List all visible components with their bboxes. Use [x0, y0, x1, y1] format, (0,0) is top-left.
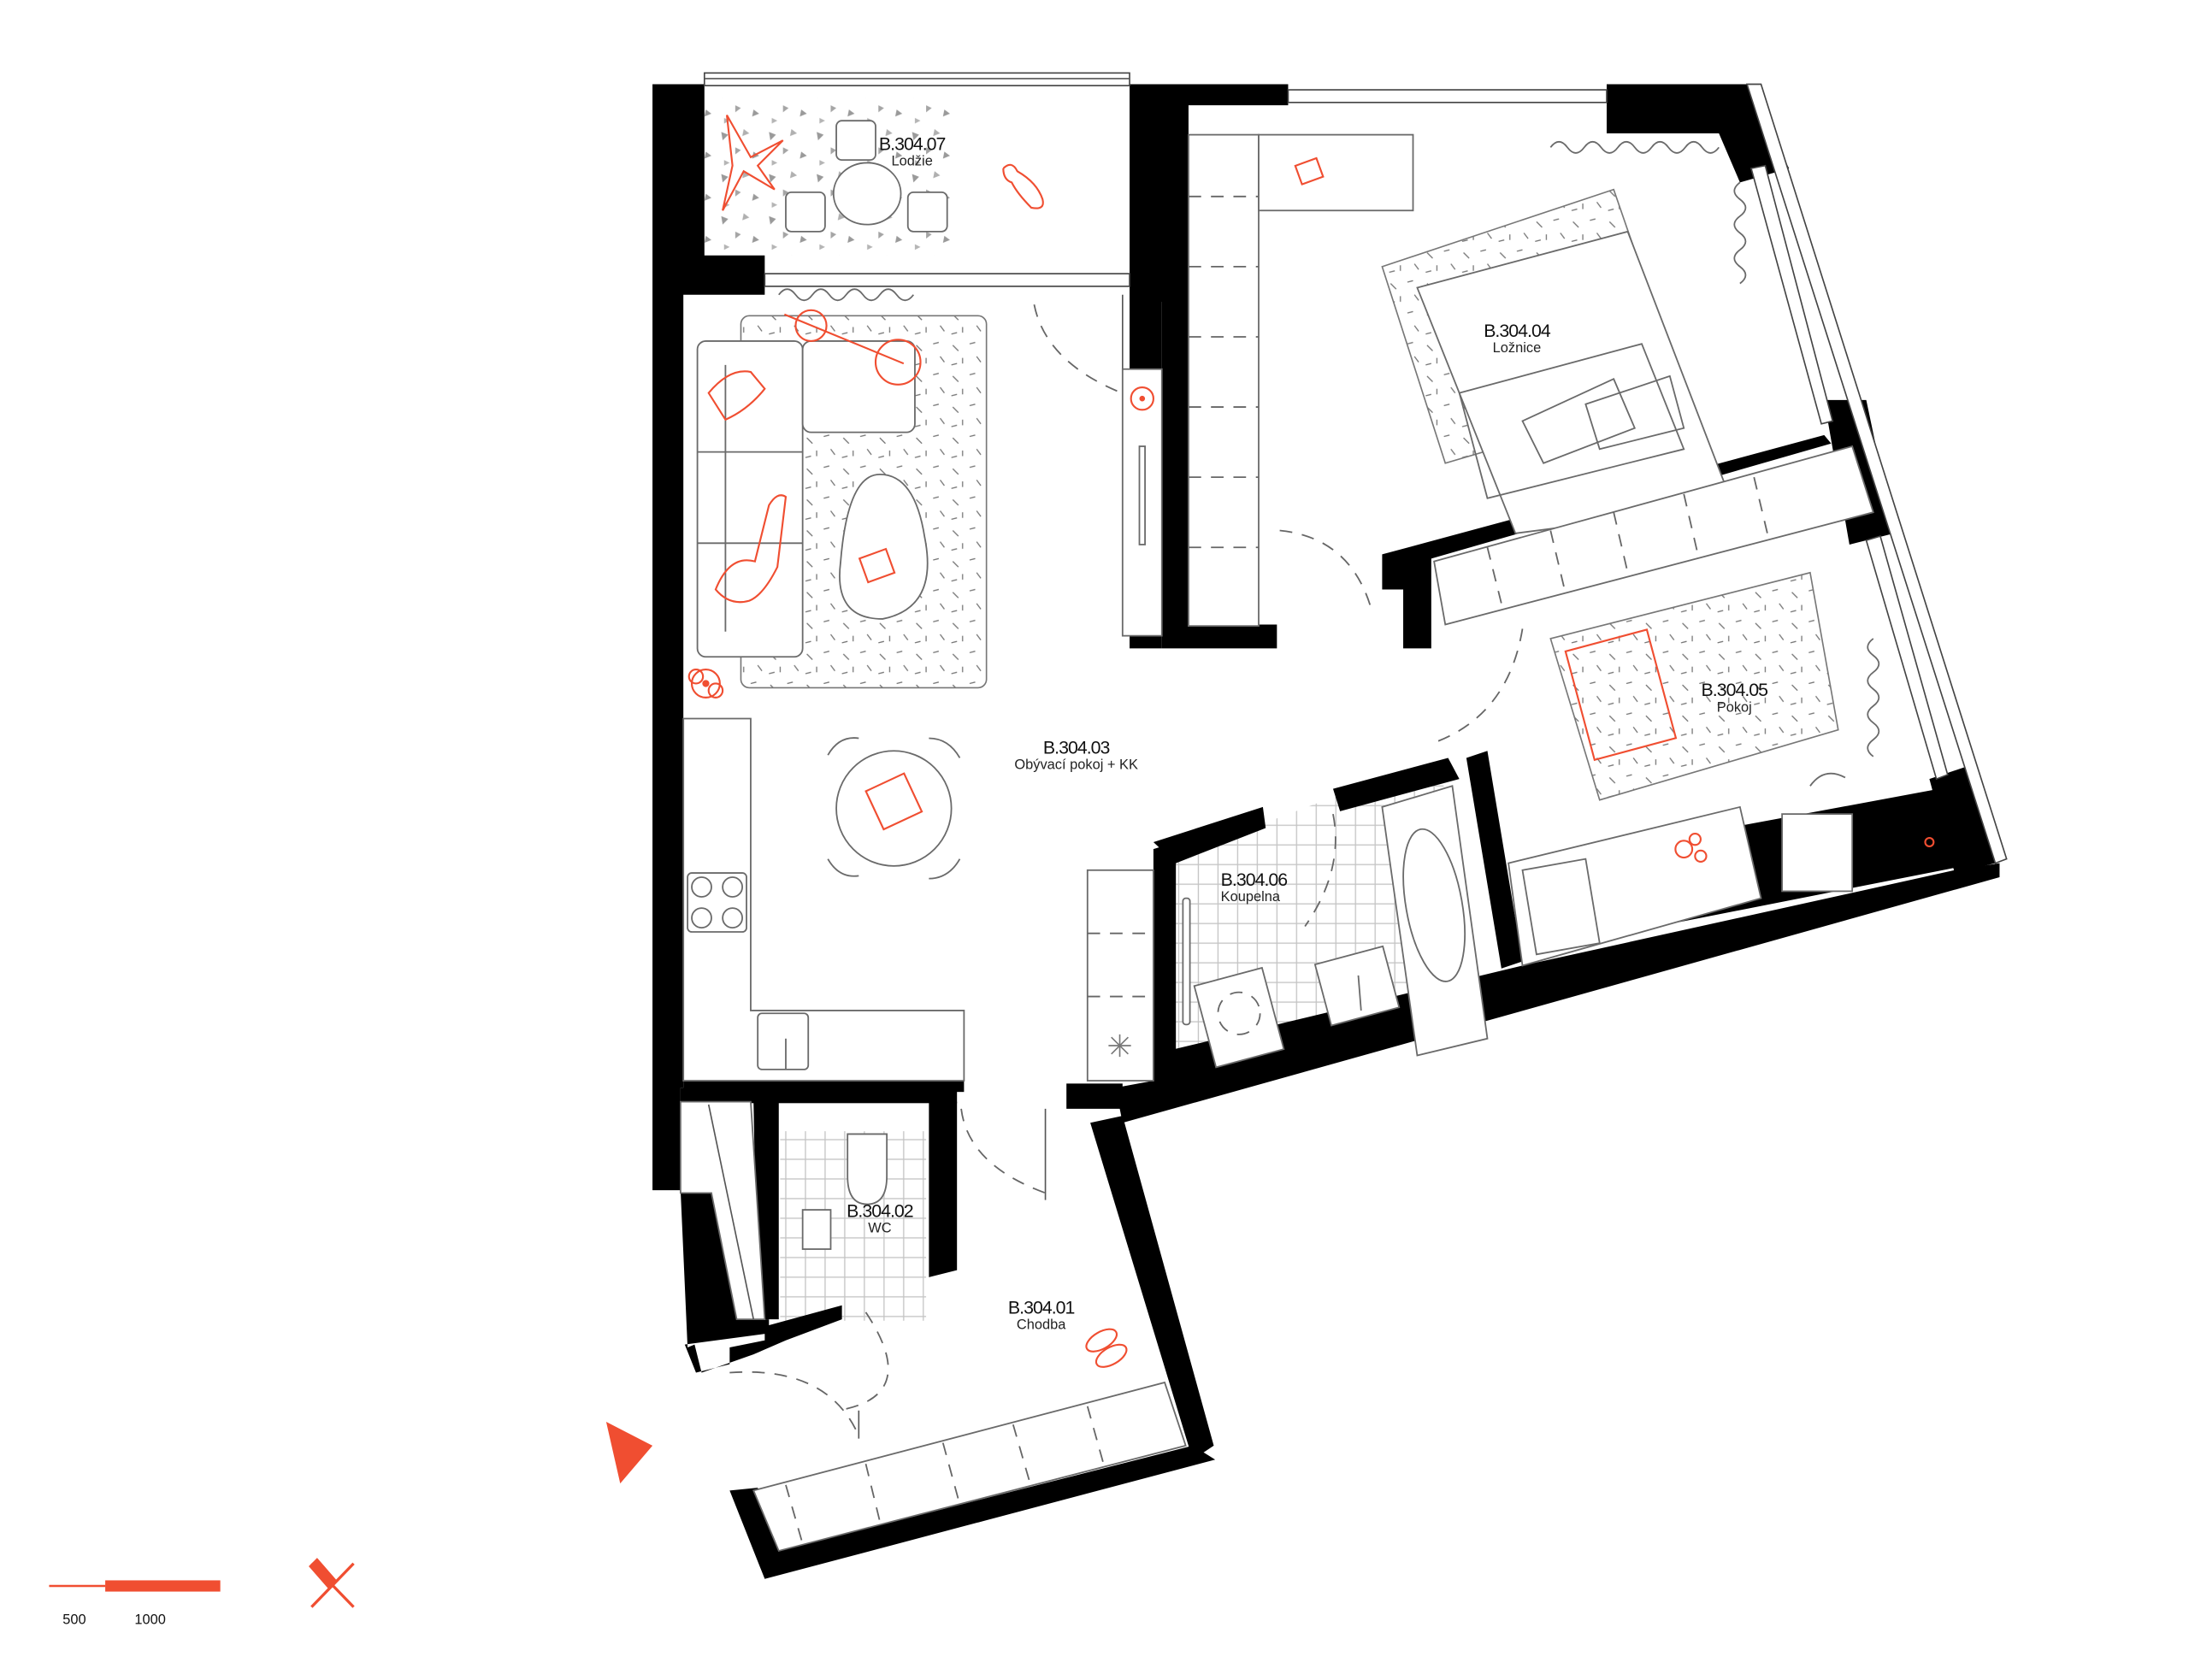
room-label-living: B.304.03 Obývací pokoj + KK: [1014, 738, 1138, 773]
room-label-bathroom: B.304.06 Koupelna: [1221, 869, 1289, 905]
teddy-bear-icon: [1674, 833, 1708, 864]
small-plant-icon: [1924, 836, 1935, 847]
svg-text:Koupelna: Koupelna: [1221, 889, 1281, 905]
svg-text:Pokoj: Pokoj: [1717, 699, 1752, 715]
entrance-arrow-icon: [605, 1421, 653, 1484]
plant-icon-2: [1130, 386, 1154, 411]
svg-text:500: 500: [62, 1612, 86, 1627]
curtain: [778, 288, 915, 302]
windows: [703, 72, 2008, 864]
svg-text:B.304.07: B.304.07: [879, 134, 946, 155]
slippers-icon: [1085, 1328, 1128, 1368]
plant-icon: [722, 115, 784, 211]
svg-text:Obývací pokoj + KK: Obývací pokoj + KK: [1014, 757, 1138, 773]
kitchen: [682, 717, 965, 1082]
living-room-furniture: [687, 288, 988, 699]
pillow-icon: [707, 370, 766, 421]
room-label-loggia: B.304.07 Lodžie: [879, 134, 947, 169]
svg-text:B.304.03: B.304.03: [1043, 738, 1110, 758]
svg-text:Ložnice: Ložnice: [1493, 340, 1542, 356]
svg-text:WC: WC: [868, 1220, 891, 1235]
room-rug: [1549, 571, 1839, 801]
north-arrow-icon: [309, 1558, 355, 1608]
bedroom-furniture: [1188, 133, 1747, 628]
kids-playing-icon: [1564, 628, 1678, 762]
svg-text:1000: 1000: [134, 1612, 165, 1627]
room-furniture: [1433, 445, 1935, 967]
room-label-bedroom: B.304.04 Ložnice: [1484, 321, 1552, 356]
room-labels: B.304.07 Lodžie B.304.04 Ložnice B.304.0…: [847, 134, 1769, 1333]
scale-bar: 500 1000: [49, 1580, 221, 1627]
door-swing: [1033, 304, 1119, 392]
room-label-corridor: B.304.01 Chodba: [1008, 1298, 1076, 1333]
flower-icon: [687, 668, 724, 699]
wc-fixtures: [801, 1133, 888, 1250]
svg-text:B.304.02: B.304.02: [847, 1200, 913, 1221]
svg-text:B.304.01: B.304.01: [1008, 1298, 1075, 1318]
star-icon: [1108, 1034, 1131, 1058]
bathroom-fixtures: [1182, 785, 1489, 1069]
svg-text:B.304.05: B.304.05: [1702, 680, 1768, 700]
svg-text:Chodba: Chodba: [1017, 1317, 1066, 1333]
corridor-features: [729, 1108, 1187, 1553]
cat-icon: [1002, 163, 1044, 209]
svg-text:B.304.04: B.304.04: [1484, 321, 1551, 341]
svg-text:B.304.06: B.304.06: [1221, 869, 1288, 890]
svg-text:Lodžie: Lodžie: [891, 154, 932, 169]
loggia-furniture: [722, 115, 1044, 233]
room-label-wc: B.304.02 WC: [847, 1200, 914, 1235]
room-label-room: B.304.05 Pokoj: [1702, 680, 1769, 715]
laptop-icon: [1294, 156, 1325, 186]
person-on-sofa-icon: [714, 494, 788, 604]
coffee-table: [839, 473, 929, 620]
